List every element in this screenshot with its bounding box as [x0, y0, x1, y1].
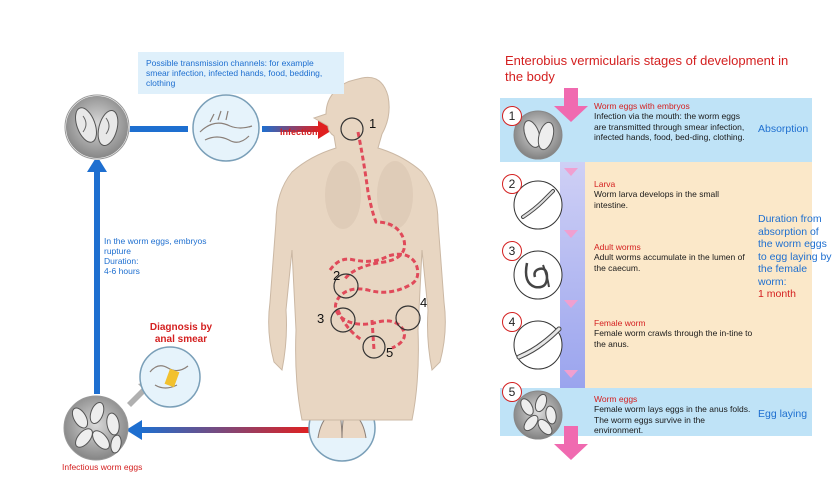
duration-label: Duration from absorption of the worm egg… [758, 213, 836, 301]
stage-2-title: Larva [594, 179, 616, 189]
body-marker-2: 2 [333, 268, 341, 283]
human-body [268, 76, 446, 421]
duration-value: 1 month [758, 288, 796, 300]
stage-illustrations [513, 110, 563, 440]
stage-4-illustration [513, 320, 563, 370]
stage-3-block: Adult worms Adult worms accumulate in th… [594, 242, 754, 273]
stage-2-text: Worm larva develops in the small intesti… [594, 189, 720, 210]
stage-3-illustration [513, 250, 563, 300]
stage-5-title: Worm eggs [594, 394, 638, 404]
stage-5-illustration [513, 390, 563, 440]
body-marker-5: 5 [386, 345, 394, 360]
stages-title: Enterobius vermicularis stages of develo… [505, 53, 789, 84]
rupture-note: In the worm eggs, embryos rupture Durati… [104, 236, 207, 276]
stage-1-title: Worm eggs with embryos [594, 101, 690, 111]
stage-4-number: 4 [502, 312, 522, 332]
transmission-note-text: Possible transmission channels: for exam… [146, 58, 323, 88]
lifecycle-diagram [63, 76, 446, 462]
duration-panel [585, 162, 812, 388]
stage-arrows [554, 88, 588, 460]
body-marker-3: 3 [317, 311, 325, 326]
diagnosis-circle [139, 346, 201, 408]
stage-2-illustration [513, 180, 563, 230]
stage-4-text: Female worm crawls through the in-tine t… [594, 328, 753, 349]
egg-laying-label: Egg laying [758, 408, 808, 420]
stage-4-title: Female worm [594, 318, 646, 328]
stage-3-text: Adult worms accumulate in the lumen of t… [594, 252, 745, 273]
stage-3-number: 3 [502, 241, 522, 261]
stage-5-number: 5 [502, 382, 522, 402]
purple-column [560, 162, 585, 388]
infectious-eggs-label: Infectious worm eggs [62, 462, 143, 472]
body-marker-4: 4 [420, 295, 428, 310]
hands-circle [192, 94, 260, 162]
infection-label: Infection [280, 127, 318, 137]
stage-5-block: Worm eggs Female worm lays eggs in the a… [594, 394, 754, 436]
stage-1-block: Worm eggs with embryos Infection via the… [594, 101, 754, 143]
duration-label-text: Duration from absorption of the worm egg… [758, 213, 832, 288]
stage-1-number: 1 [502, 106, 522, 126]
absorption-label: Absorption [758, 123, 809, 135]
stage-5-text: Female worm lays eggs in the anus folds.… [594, 404, 751, 435]
body-marker-1: 1 [369, 116, 377, 131]
stage-2-number: 2 [502, 174, 522, 194]
stage-2-block: Larva Worm larva develops in the small i… [594, 179, 754, 210]
transmission-note: Possible transmission channels: for exam… [138, 52, 344, 94]
egg-circle-bottom [63, 395, 129, 461]
stage-3-title: Adult worms [594, 242, 641, 252]
diagnosis-label: Diagnosis by anal smear [149, 322, 213, 345]
stage-4-block: Female worm Female worm crawls through t… [594, 318, 754, 349]
stage-1-text: Infection via the mouth: the worm eggs a… [594, 111, 745, 142]
stage-1-illustration [513, 110, 563, 160]
egg-circle-top [64, 94, 130, 160]
